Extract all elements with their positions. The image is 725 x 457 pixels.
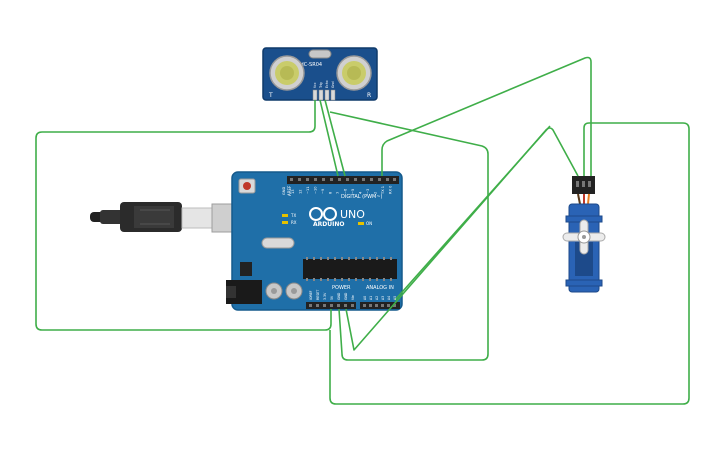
wire-echo[interactable] — [324, 99, 346, 177]
digital-pin-label: RX 0 — [389, 185, 393, 194]
power-pin-label: GND — [344, 292, 348, 300]
digital-pin-label: 13 — [291, 189, 295, 194]
sensor-pin-gnd[interactable] — [330, 89, 336, 101]
wire-servo-power[interactable] — [329, 122, 690, 405]
sensor-pin-echo[interactable] — [324, 89, 330, 101]
wire-analog[interactable] — [394, 125, 551, 301]
digital-pin-label: ~3 — [366, 189, 370, 194]
digital-header — [287, 176, 399, 184]
power-label: POWER — [332, 285, 351, 291]
crystal — [261, 237, 295, 249]
power-pin-label: Vin — [351, 295, 355, 300]
wire-trig[interactable] — [319, 99, 339, 177]
wires — [35, 56, 690, 405]
sensor-pin-label: Trig — [319, 82, 323, 89]
r-mark: R — [367, 92, 371, 99]
analog-pin-label: A1 — [369, 296, 373, 300]
digital-pin-label: TX 1 — [381, 186, 385, 195]
logo-text: ARDUINO — [313, 221, 344, 228]
sensor-model: HC-SR04 — [300, 62, 322, 68]
wire-servo-signal[interactable] — [381, 56, 592, 177]
power-pin-label: 5V — [330, 295, 334, 300]
analog-pin-label: A4 — [387, 296, 391, 300]
usb-cable-icon — [90, 202, 253, 233]
power-pin-label: RESET — [316, 290, 320, 300]
board-name: UNO — [340, 208, 365, 221]
power-jack-icon — [226, 280, 262, 304]
tx-label: TX — [290, 213, 296, 218]
sensor-pin-trig[interactable] — [318, 89, 324, 101]
t-mark: T — [268, 92, 273, 99]
transmitter-transducer — [269, 55, 305, 91]
gnd-label: GND — [282, 187, 286, 195]
power-pin-label: IOREF — [309, 290, 313, 300]
digital-pin-label: 8 — [329, 191, 333, 194]
analog-pin-label: A0 — [363, 296, 367, 300]
sensor-pin-label: Gnd — [331, 81, 335, 88]
sensor-pin-label: Vcc — [313, 82, 317, 88]
ultrasonic-sensor[interactable]: HC-SR04 T R — [262, 47, 378, 101]
analog-pin-label: A2 — [375, 296, 379, 300]
analog-header — [360, 302, 400, 309]
digital-pin-label: 7 — [336, 192, 340, 194]
digital-pin-label: ~6 — [344, 188, 348, 194]
digital-pin-label: 12 — [299, 189, 303, 194]
digital-pin-label: ~10 — [314, 186, 318, 194]
digital-pin-label: 2 — [374, 192, 378, 194]
rx-label: RX — [291, 220, 297, 225]
on-label: ON — [366, 221, 372, 226]
crystal-oscillator — [308, 49, 332, 59]
analog-pin-label: A5 — [393, 296, 397, 300]
servo-motor[interactable] — [562, 176, 606, 293]
digital-pin-label: ~5 — [351, 189, 355, 194]
wire-vcc[interactable] — [35, 100, 332, 331]
arduino-logo: ARDUINO — [309, 207, 344, 228]
atmega-chip — [303, 259, 397, 279]
servo-horn — [562, 219, 606, 255]
analog-label: ANALOG IN — [366, 285, 394, 291]
sensor-pin-label: Echo — [325, 80, 329, 88]
aref-label: AREF — [287, 185, 292, 196]
regulator — [240, 262, 252, 276]
digital-pin-label: ~11 — [306, 186, 310, 194]
digital-label: DIGITAL (PWM~) — [341, 194, 383, 200]
arduino-uno-board[interactable]: AREF DIGITAL (PWM~) TX RX ARDUINO UNO ON — [226, 171, 403, 311]
sensor-pin-vcc[interactable] — [312, 89, 318, 101]
power-pin-label: GND — [337, 292, 341, 300]
reset-button-icon[interactable] — [238, 178, 256, 194]
digital-pin-label: 4 — [359, 191, 363, 194]
receiver-transducer — [336, 55, 372, 91]
analog-pin-label: A3 — [381, 296, 385, 300]
wire-gnd[interactable] — [329, 111, 489, 361]
power-pin-label: 3.3V — [323, 292, 327, 300]
digital-pin-label: ~9 — [321, 188, 325, 194]
